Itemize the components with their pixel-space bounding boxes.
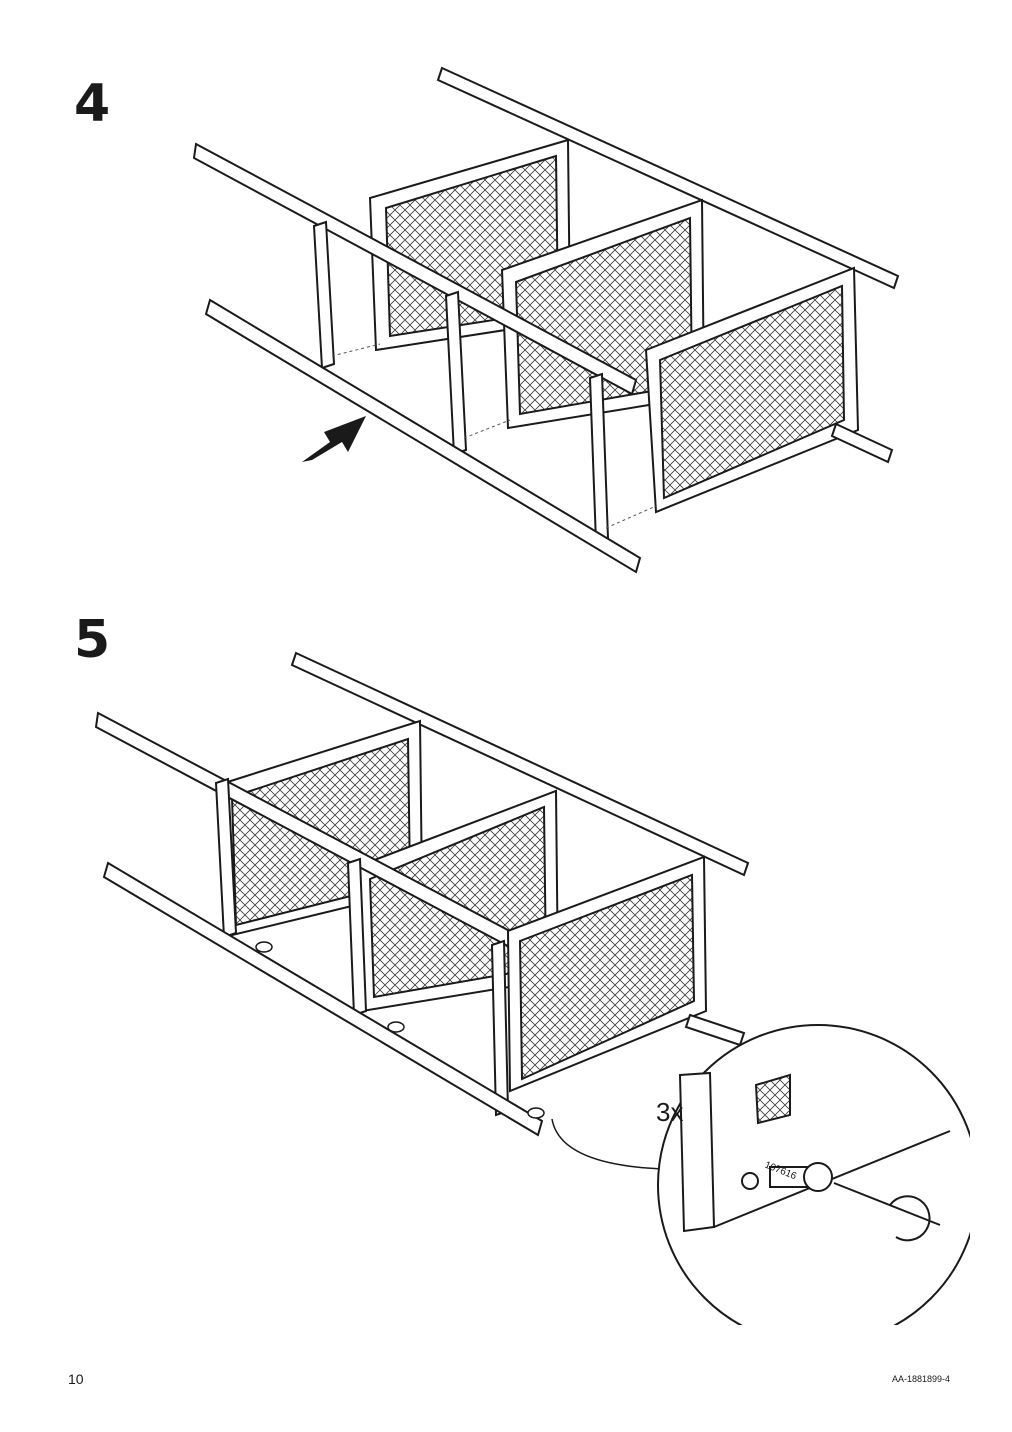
detail-quantity: 3x [656, 1097, 683, 1127]
step-5-illustration: 3x 107616 [94, 651, 970, 1325]
step-5-number: 5 [74, 610, 111, 670]
step-4-illustration [192, 66, 900, 574]
step-4-number: 4 [74, 74, 111, 134]
page-number: 10 [68, 1371, 84, 1387]
document-code: AA-1881899-4 [891, 1374, 950, 1384]
